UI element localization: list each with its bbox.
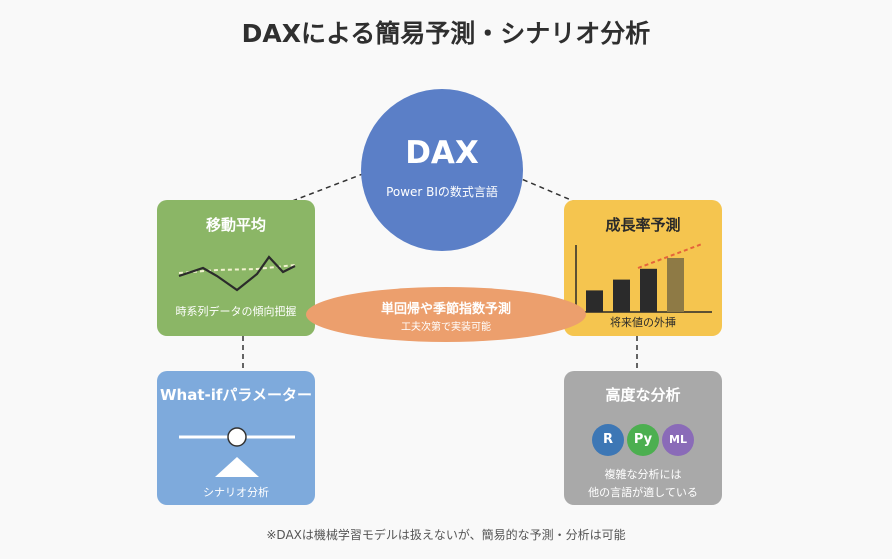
- connector-dax-moving-average: [239, 166, 382, 222]
- advanced-analysis-box: 高度な分析 R Py ML 複雑な分析には 他の言語が適している: [564, 371, 722, 505]
- footnote: ※DAXは機械学習モデルは扱えないが、簡易的な予測・分析は可能: [266, 528, 626, 542]
- what-if-caption: シナリオ分析: [203, 486, 269, 499]
- what-if-box: What-ifパラメーター シナリオ分析: [157, 371, 315, 505]
- moving-average-line-chart: [178, 255, 296, 292]
- slider-pivot-triangle: [215, 457, 259, 477]
- dax-label: DAX: [405, 135, 479, 171]
- advanced-caption-line1: 複雑な分析には: [604, 468, 682, 481]
- diagram-title: DAXによる簡易予測・シナリオ分析: [241, 19, 651, 48]
- moving-average-dashed-trend: [178, 264, 296, 274]
- ml-badge: ML: [662, 424, 694, 456]
- moving-average-caption: 時系列データの傾向把握: [175, 305, 297, 318]
- moving-average-series-line: [178, 255, 296, 292]
- growth-bar: [586, 290, 603, 312]
- advanced-title: 高度な分析: [605, 386, 681, 404]
- growth-forecast-dashed-line: [637, 243, 703, 269]
- growth-forecast-bar: [667, 258, 684, 312]
- regression-title: 単回帰や季節指数予測: [380, 302, 511, 317]
- growth-rate-bar-chart: [575, 243, 712, 313]
- regression-ellipse: 単回帰や季節指数予測 工夫次第で実装可能: [306, 287, 586, 342]
- what-if-title: What-ifパラメーター: [160, 386, 312, 404]
- growth-bar: [613, 279, 630, 312]
- advanced-caption-line2: 他の言語が適している: [588, 486, 698, 499]
- moving-average-box: 移動平均 時系列データの傾向把握: [157, 200, 315, 336]
- growth-rate-box: 成長率予測 将来値の外挿: [564, 200, 722, 336]
- what-if-slider-graphic: [179, 427, 295, 477]
- regression-caption: 工夫次第で実装可能: [401, 322, 491, 333]
- moving-average-title: 移動平均: [205, 216, 266, 234]
- growth-rate-caption: 将来値の外挿: [610, 316, 676, 329]
- growth-rate-title: 成長率予測: [605, 216, 681, 234]
- dax-circle: DAX Power BIの数式言語: [361, 89, 523, 251]
- slider-knob: [227, 427, 247, 447]
- growth-bar: [640, 268, 657, 312]
- dax-subtitle: Power BIの数式言語: [386, 185, 498, 199]
- r-badge: R: [592, 424, 624, 456]
- python-badge: Py: [627, 424, 659, 456]
